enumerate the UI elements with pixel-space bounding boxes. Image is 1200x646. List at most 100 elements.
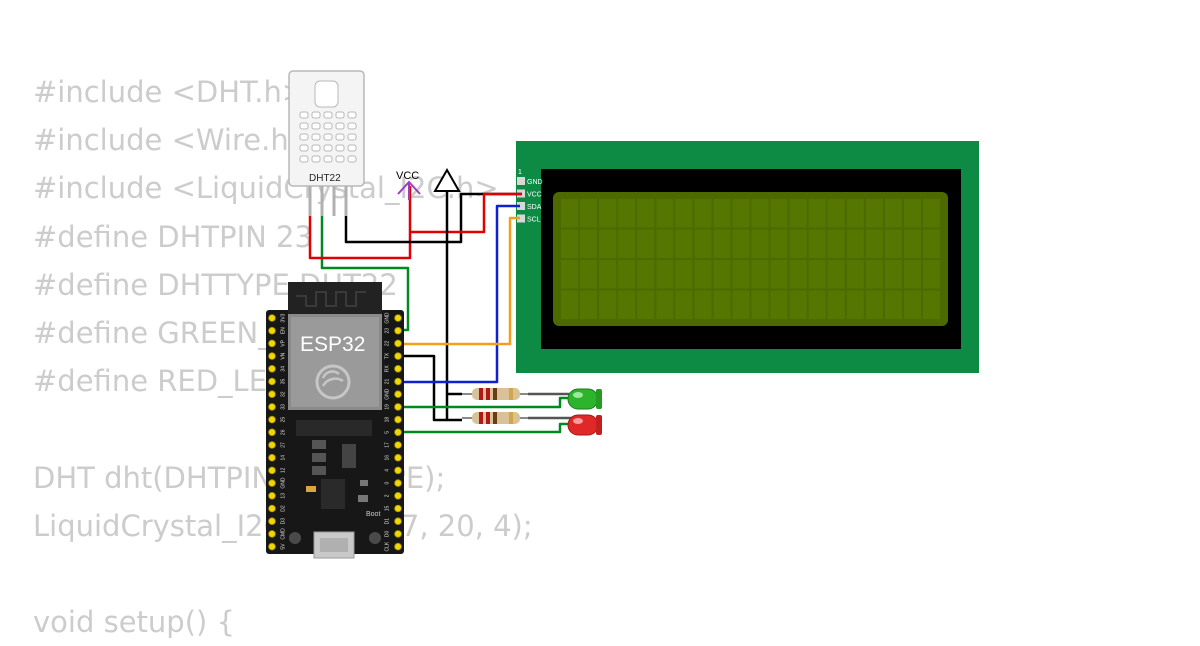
lcd-char-cell xyxy=(808,229,826,258)
esp32-pin-left[interactable] xyxy=(268,441,276,449)
esp32-pin-headers: GND3V323EN22VPTXVNRX342135GND32193318255… xyxy=(268,312,402,551)
esp32-pin-label: 18 xyxy=(384,417,390,423)
esp32-pin-right[interactable] xyxy=(394,339,402,348)
esp32-pin-left[interactable] xyxy=(268,364,276,373)
lcd-char-cell xyxy=(732,260,750,289)
esp32-pin-right[interactable] xyxy=(394,542,402,551)
esp32-pin-left[interactable] xyxy=(268,415,276,424)
esp32-pin-label: EN xyxy=(280,327,286,334)
esp32-pin-right[interactable] xyxy=(394,441,402,449)
esp32-pin-left[interactable] xyxy=(268,491,276,500)
esp32-pin-left[interactable] xyxy=(268,403,276,411)
dht22-top-tab xyxy=(314,80,339,108)
lcd-char-cell xyxy=(675,290,693,319)
esp32-pin-label: GND xyxy=(384,312,390,324)
lcd-char-cell xyxy=(694,260,712,289)
esp32-pin-right[interactable] xyxy=(394,364,402,373)
esp32-pin-right[interactable] xyxy=(394,491,402,500)
lcd-char-cell xyxy=(713,290,731,319)
lcd-char-cell xyxy=(808,199,826,228)
lcd-char-cell xyxy=(694,290,712,319)
esp32-pin-right[interactable] xyxy=(394,504,402,513)
esp32-pin-label: TX xyxy=(384,352,390,359)
esp32-pin-right[interactable] xyxy=(394,479,402,487)
esp32-pin-right[interactable] xyxy=(394,415,402,424)
lcd-pin-label: VCC xyxy=(527,192,542,199)
esp32-pin-left[interactable] xyxy=(268,517,276,525)
esp32-pin-label: 3V3 xyxy=(280,313,286,322)
esp32-pin-left[interactable] xyxy=(268,453,276,462)
esp32-pin-left[interactable] xyxy=(268,479,276,487)
esp32-pin-left[interactable] xyxy=(268,390,276,399)
wire-lcd-scl xyxy=(398,216,520,346)
esp32-pin-right[interactable] xyxy=(394,453,402,462)
esp32-pin-right[interactable] xyxy=(394,466,402,475)
esp32-pin-right[interactable] xyxy=(394,326,402,335)
esp32-pin-right[interactable] xyxy=(394,352,402,360)
led-red[interactable] xyxy=(567,414,602,436)
lcd-char-cell xyxy=(618,290,636,319)
lcd-char-cell xyxy=(789,260,807,289)
esp32-pin-label: 32 xyxy=(280,391,286,397)
lcd-char-cell xyxy=(884,229,902,258)
lcd-pin-label: SDA xyxy=(527,204,542,211)
lcd-char-cell xyxy=(580,229,598,258)
lcd-char-cell xyxy=(618,199,636,228)
lcd-char-cell xyxy=(770,290,788,319)
led-green[interactable] xyxy=(567,388,602,410)
esp32-pin-label: CLK xyxy=(384,541,390,551)
esp32-pin-left[interactable] xyxy=(268,377,276,386)
dht22-vent-slot xyxy=(299,144,309,152)
esp32-pin-label: VN xyxy=(280,352,286,359)
lcd-char-cell xyxy=(884,199,902,228)
code-line: #include <DHT.h> xyxy=(33,75,307,109)
dht22-vent-slot xyxy=(335,122,345,130)
esp32-pin-right[interactable] xyxy=(394,517,402,525)
esp32-board[interactable]: ESP32 Boot GND3V323EN22VPTXVNRX342135GND… xyxy=(266,282,404,559)
lcd-pin-header-number: 1 xyxy=(518,169,522,176)
lcd-char-cell xyxy=(694,229,712,258)
lcd-char-cell xyxy=(789,229,807,258)
wire-led-red xyxy=(398,422,572,434)
esp32-pin-right[interactable] xyxy=(394,530,402,538)
dht22-vent-slot xyxy=(347,155,357,163)
lcd-char-cell xyxy=(808,260,826,289)
dht22-pins xyxy=(308,186,348,216)
esp32-pin-left[interactable] xyxy=(268,542,276,551)
lcd-pin xyxy=(517,177,525,185)
lcd-char-cell xyxy=(599,199,617,228)
esp32-pin-left[interactable] xyxy=(268,504,276,513)
esp32-pin-left[interactable] xyxy=(268,466,276,475)
lcd-char-cell xyxy=(903,229,921,258)
lcd-char-cell xyxy=(884,260,902,289)
esp32-pin-right[interactable] xyxy=(394,428,402,437)
lcd-char-cell xyxy=(694,199,712,228)
esp32-pin-right[interactable] xyxy=(394,403,402,411)
vcc-label: VCC xyxy=(396,170,419,182)
esp32-pin-right[interactable] xyxy=(394,314,402,322)
lcd-char-cell xyxy=(751,260,769,289)
boot-button[interactable]: Boot xyxy=(366,511,381,544)
lcd-char-cell xyxy=(923,199,941,228)
esp32-pin-left[interactable] xyxy=(268,339,276,348)
esp32-pin-left[interactable] xyxy=(268,428,276,437)
esp32-pin-left[interactable] xyxy=(268,314,276,322)
esp32-pin-left[interactable] xyxy=(268,326,276,335)
lcd-char-cell xyxy=(732,199,750,228)
esp32-pin-label: RX xyxy=(384,365,390,373)
esp32-pin-left[interactable] xyxy=(268,530,276,538)
esp32-pin-right[interactable] xyxy=(394,390,402,399)
lcd-character-grid xyxy=(561,199,941,319)
lcd-char-cell xyxy=(865,229,883,258)
lcd-char-cell xyxy=(827,290,845,319)
lcd-char-cell xyxy=(561,260,579,289)
esp32-pin-label: D1 xyxy=(384,518,390,525)
esp32-pin-left[interactable] xyxy=(268,352,276,360)
dht22-sensor[interactable]: DHT22 xyxy=(288,70,365,216)
lcd-char-cell xyxy=(561,229,579,258)
lcd-pin xyxy=(517,214,525,223)
en-button[interactable] xyxy=(289,532,301,544)
esp32-pin-label: 22 xyxy=(384,340,390,346)
esp32-pin-right[interactable] xyxy=(394,377,402,386)
